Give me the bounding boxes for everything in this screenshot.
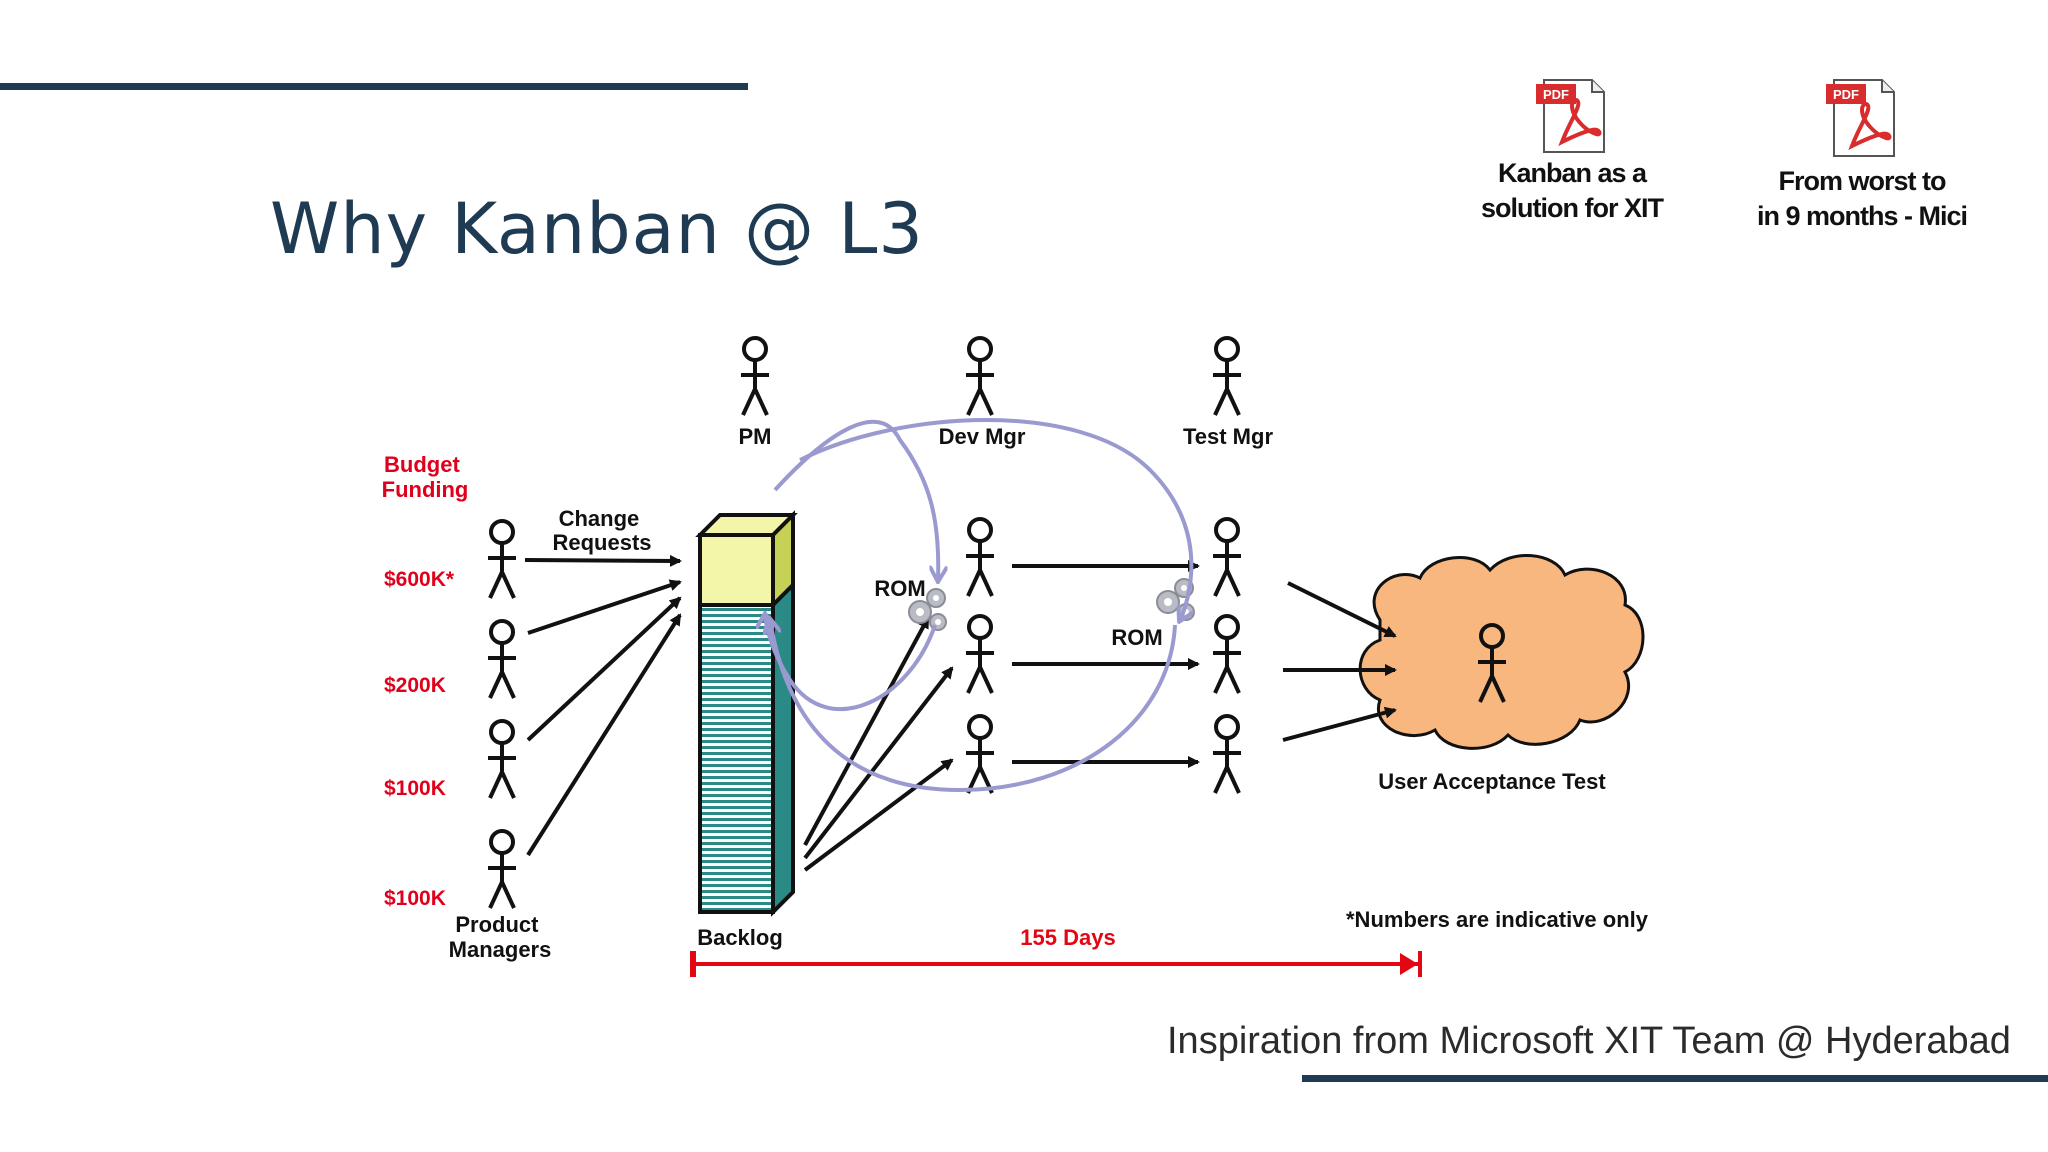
- product-manager-figure: [486, 719, 518, 800]
- top-accent-rule: [0, 83, 748, 90]
- change-requests-line2: Requests: [552, 530, 651, 555]
- uat-label: User Acceptance Test: [1378, 769, 1606, 794]
- product-managers-line2: Managers: [449, 937, 552, 962]
- tester-figure: [1211, 714, 1243, 795]
- attachment-label: Kanban as a solution for XIT: [1481, 158, 1664, 223]
- test-to-uat-arrows: [1282, 581, 1397, 742]
- budget-amount: $200K: [384, 674, 446, 697]
- rom-label: ROM: [874, 576, 925, 601]
- role-label-dev-mgr: Dev Mgr: [939, 424, 1026, 449]
- product-managers-line1: Product: [455, 912, 539, 937]
- pdf-file-icon: PDF: [1826, 79, 1895, 157]
- budget-heading-line2: Funding: [382, 477, 469, 502]
- attachment-kanban-xit[interactable]: PDF Kanban as a solution for XIT: [1442, 76, 1702, 226]
- backlog-to-dev-arrows: [803, 616, 954, 872]
- tester-figure: [1211, 614, 1243, 695]
- backlog-label: Backlog: [697, 925, 783, 950]
- change-request-arrows: [524, 554, 682, 857]
- pdf-file-icon: PDF: [1536, 79, 1605, 153]
- budget-amount: $100K: [384, 777, 446, 800]
- pm-figure: [739, 336, 771, 417]
- rom-label: ROM: [1111, 625, 1162, 650]
- product-manager-figure: [486, 829, 518, 910]
- change-requests-line1: Change: [559, 506, 640, 531]
- uat-cloud: [1358, 554, 1645, 750]
- inspiration-caption: Inspiration from Microsoft XIT Team @ Hy…: [1167, 1020, 2011, 1062]
- attachment-worst-to-best[interactable]: PDF From worst to in 9 months - Mici: [1732, 76, 1992, 234]
- bottom-accent-rule: [1302, 1075, 2048, 1082]
- dev-mgr-figure: [964, 336, 996, 417]
- change-requests-label: Change Requests: [552, 506, 651, 555]
- developer-figure: [964, 517, 996, 598]
- product-manager-figure: [486, 619, 518, 700]
- duration-label: 155 Days: [1020, 925, 1115, 950]
- estimate-feedback-loop: [765, 418, 1191, 793]
- product-managers-label: Product Managers: [449, 912, 552, 962]
- role-label-test-mgr: Test Mgr: [1183, 424, 1273, 449]
- attachment-label: From worst to in 9 months - Mici: [1756, 166, 1968, 231]
- tester-figure: [1211, 517, 1243, 598]
- page-title: Why Kanban @ L3: [270, 188, 924, 270]
- pdf-badge: PDF: [1833, 87, 1859, 102]
- budget-heading-line1: Budget: [384, 452, 460, 477]
- budget-heading: Budget Funding: [382, 452, 469, 502]
- budget-amount: $600K*: [384, 568, 455, 591]
- footnote: *Numbers are indicative only: [1346, 907, 1649, 932]
- backlog-column: [695, 510, 798, 917]
- pdf-badge: PDF: [1543, 87, 1569, 102]
- developer-figure: [964, 714, 996, 795]
- developer-figure: [964, 614, 996, 695]
- test-mgr-figure: [1211, 336, 1243, 417]
- budget-amount: $100K: [384, 887, 446, 910]
- role-label-pm: PM: [739, 424, 772, 449]
- product-manager-figure: [486, 519, 518, 600]
